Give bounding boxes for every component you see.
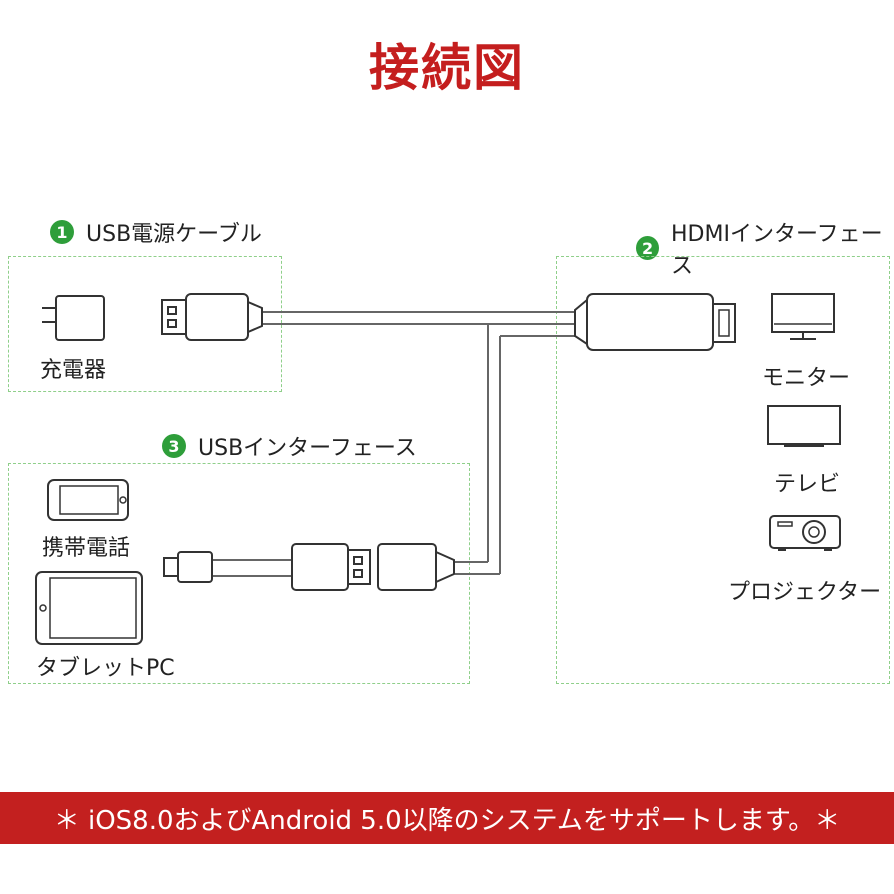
usb-a-female-icon (377, 543, 455, 591)
monitor-icon (771, 293, 835, 340)
tv-label: テレビ (774, 472, 841, 497)
hdmi-plug-icon (574, 293, 736, 351)
number-badge: 1 (50, 220, 74, 244)
projector-icon (769, 515, 841, 551)
section-label: USBインターフェース (198, 436, 417, 461)
footer-banner: ＊ iOS8.0およびAndroid 5.0以降のシステムをサポートします。＊ (0, 792, 894, 844)
section-usb-interface: 3 USBインターフェース (162, 430, 417, 462)
lightning-plug-icon (163, 551, 213, 583)
hdmi-box (556, 256, 890, 684)
usb-a-plug-icon (161, 293, 263, 341)
section-hdmi: 2 HDMIインターフェース (636, 216, 894, 280)
diagram-title: 接続図 (369, 39, 525, 97)
section-label: HDMIインターフェース (671, 222, 883, 279)
phone-icon (47, 479, 129, 521)
section-label: USB電源ケーブル (86, 222, 262, 247)
section-usb-power: 1 USB電源ケーブル (50, 216, 262, 248)
number-badge: 2 (636, 236, 660, 260)
monitor-label: モニター (762, 366, 851, 391)
projector-label: プロジェクター (728, 580, 882, 605)
tv-icon (767, 405, 841, 447)
phone-label: 携帯電話 (42, 536, 131, 561)
usb-a-male-icon (291, 543, 371, 591)
tablet-icon (35, 571, 143, 645)
charger-icon (42, 295, 105, 341)
charger-label: 充電器 (40, 358, 107, 383)
tablet-label: タブレットPC (36, 656, 175, 681)
number-badge: 3 (162, 434, 186, 458)
